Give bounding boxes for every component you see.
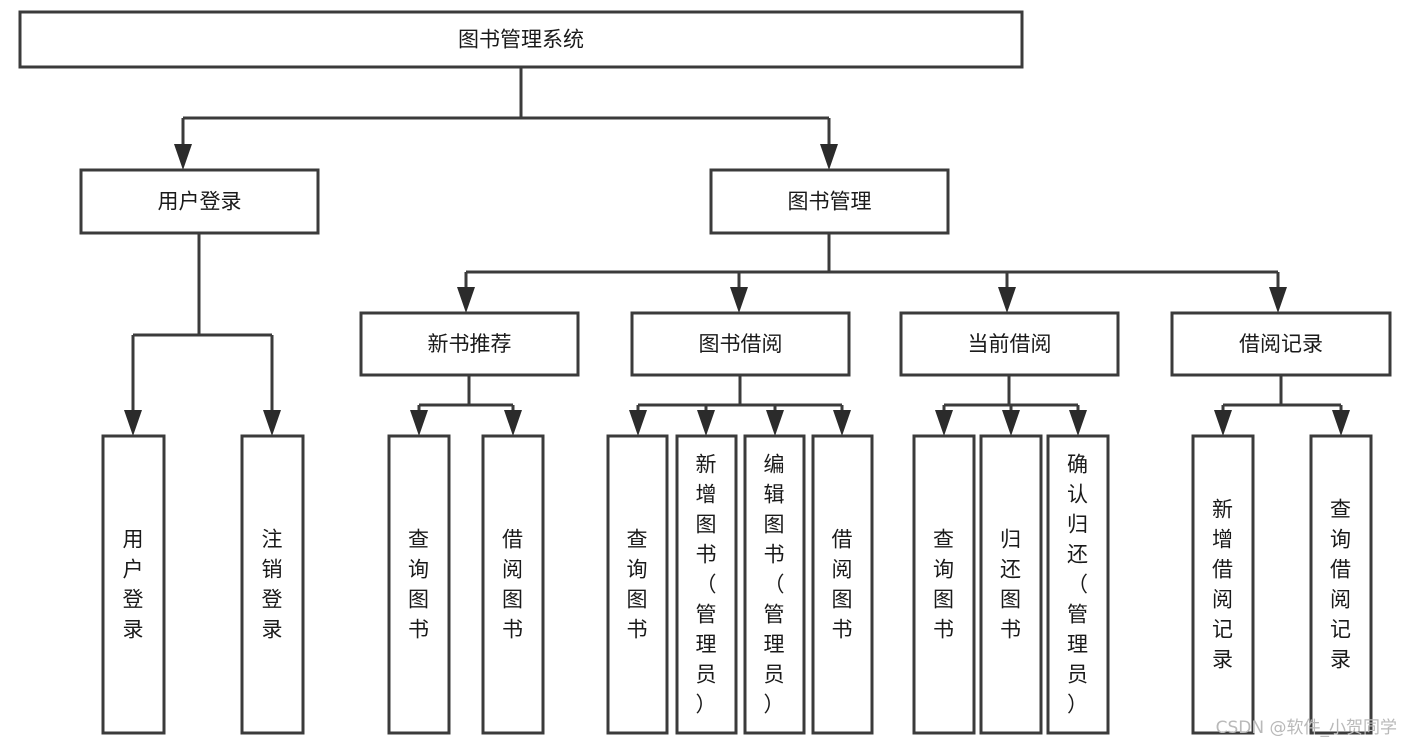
node-box-current-borrow[interactable] (899, 311, 1120, 377)
node-leaf-borrow-book-1[interactable]: 借阅图书 (481, 434, 545, 735)
node-box-book-borrow[interactable] (630, 311, 851, 377)
node-box-leaf-add-record[interactable] (1191, 434, 1255, 735)
node-box-leaf-return-book[interactable] (979, 434, 1043, 735)
node-label-leaf-query-book-3: 查询图书 (933, 528, 955, 642)
node-leaf-borrow-book-2[interactable]: 借阅图书 (811, 434, 874, 735)
node-box-leaf-query-book-1[interactable] (387, 434, 451, 735)
group-2-drop-2-head (1069, 410, 1087, 436)
node-label-leaf-return-book: 归还图书 (1000, 528, 1022, 642)
node-label-book-borrow: 图书借阅 (699, 332, 783, 356)
group-2-drop-1-head (1002, 410, 1020, 436)
group-1-drop-2-head (766, 410, 784, 436)
node-book-borrow[interactable]: 图书借阅 (630, 311, 851, 377)
node-box-leaf-user-login[interactable] (101, 434, 166, 735)
node-leaf-confirm-return[interactable]: 确认归还（管理员） (1046, 434, 1110, 735)
group-3-drop-1-head (1332, 410, 1350, 436)
node-leaf-query-record[interactable]: 查询借阅记录 (1309, 434, 1373, 735)
user-login-drop-1-head (263, 410, 281, 436)
node-box-new-book-recommend[interactable] (359, 311, 580, 377)
node-current-borrow[interactable]: 当前借阅 (899, 311, 1120, 377)
node-leaf-query-book-2[interactable]: 查询图书 (606, 434, 669, 735)
book-manage-drop-3-head (1269, 287, 1287, 313)
node-box-user-login[interactable] (79, 168, 320, 235)
root-drop-1-head (820, 144, 838, 170)
node-label-leaf-borrow-book-2: 借阅图书 (832, 528, 854, 642)
connector-layer (124, 67, 1350, 436)
node-box-book-manage[interactable] (709, 168, 950, 235)
node-leaf-edit-book[interactable]: 编辑图书（管理员） (743, 434, 806, 735)
node-label-root: 图书管理系统 (458, 28, 584, 52)
group-2-drop-0-head (935, 410, 953, 436)
node-leaf-user-logout[interactable]: 注销登录 (240, 434, 305, 735)
book-manage-drop-2-head (998, 287, 1016, 313)
node-label-book-manage: 图书管理 (788, 190, 872, 214)
node-label-leaf-user-logout: 注销登录 (262, 528, 284, 642)
node-box-leaf-borrow-book-2[interactable] (811, 434, 874, 735)
node-leaf-user-login[interactable]: 用户登录 (101, 434, 166, 735)
group-1-drop-0-head (629, 410, 647, 436)
node-label-leaf-query-book-1: 查询图书 (408, 528, 430, 642)
group-3-drop-0-head (1214, 410, 1232, 436)
node-box-leaf-user-logout[interactable] (240, 434, 305, 735)
root-drop-0-head (174, 144, 192, 170)
group-1-drop-1-head (697, 410, 715, 436)
node-label-new-book-recommend: 新书推荐 (428, 332, 512, 356)
node-book-manage[interactable]: 图书管理 (709, 168, 950, 235)
node-leaf-query-book-1[interactable]: 查询图书 (387, 434, 451, 735)
node-label-user-login: 用户登录 (158, 190, 242, 214)
node-box-leaf-add-book[interactable] (675, 434, 738, 735)
node-leaf-add-record[interactable]: 新增借阅记录 (1191, 434, 1255, 735)
node-box-leaf-query-record[interactable] (1309, 434, 1373, 735)
book-manage-drop-0-head (457, 287, 475, 313)
node-box-leaf-query-book-3[interactable] (912, 434, 976, 735)
node-borrow-record[interactable]: 借阅记录 (1170, 311, 1392, 377)
user-login-drop-0-head (124, 410, 142, 436)
node-new-book-recommend[interactable]: 新书推荐 (359, 311, 580, 377)
node-box-borrow-record[interactable] (1170, 311, 1392, 377)
node-root[interactable]: 图书管理系统 (18, 10, 1024, 69)
node-label-leaf-user-login: 用户登录 (123, 528, 145, 642)
node-leaf-return-book[interactable]: 归还图书 (979, 434, 1043, 735)
node-box-leaf-query-book-2[interactable] (606, 434, 669, 735)
node-label-current-borrow: 当前借阅 (968, 332, 1052, 356)
node-label-leaf-query-book-2: 查询图书 (627, 528, 649, 642)
node-box-root[interactable] (18, 10, 1024, 69)
node-label-leaf-add-book: 新增图书（管理员） (696, 453, 718, 717)
node-box-leaf-edit-book[interactable] (743, 434, 806, 735)
node-leaf-add-book[interactable]: 新增图书（管理员） (675, 434, 738, 735)
group-1-drop-3-head (833, 410, 851, 436)
node-user-login[interactable]: 用户登录 (79, 168, 320, 235)
node-label-borrow-record: 借阅记录 (1239, 332, 1323, 356)
group-0-drop-0-head (410, 410, 428, 436)
node-label-leaf-confirm-return: 确认归还（管理员） (1067, 453, 1089, 717)
node-leaf-query-book-3[interactable]: 查询图书 (912, 434, 976, 735)
node-label-leaf-borrow-book-1: 借阅图书 (502, 528, 524, 642)
node-label-leaf-add-record: 新增借阅记录 (1212, 498, 1234, 672)
node-label-leaf-edit-book: 编辑图书（管理员） (764, 453, 786, 717)
node-label-leaf-query-record: 查询借阅记录 (1330, 498, 1352, 672)
group-0-drop-1-head (504, 410, 522, 436)
node-layer: 图书管理系统用户登录图书管理新书推荐图书借阅当前借阅借阅记录用户登录注销登录查询… (18, 10, 1392, 735)
node-box-leaf-borrow-book-1[interactable] (481, 434, 545, 735)
book-manage-drop-1-head (730, 287, 748, 313)
node-box-leaf-confirm-return[interactable] (1046, 434, 1110, 735)
csdn-watermark: CSDN @软件_小贺同学 (1216, 718, 1397, 738)
